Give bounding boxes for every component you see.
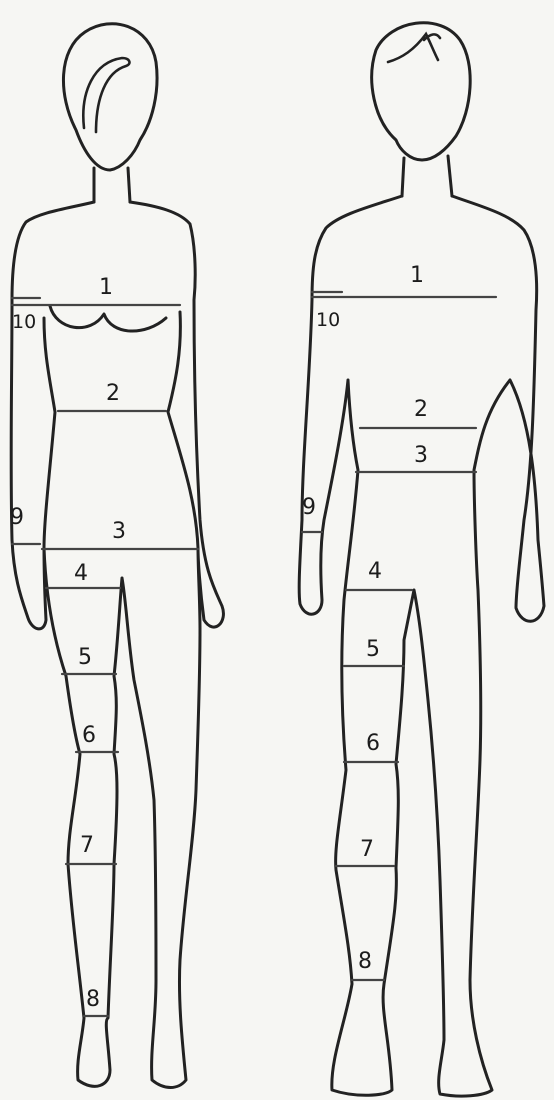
male-label-1: 1	[410, 263, 424, 288]
female-label-5: 5	[78, 645, 92, 670]
female-label-10: 10	[12, 311, 36, 333]
male-label-2: 2	[414, 397, 428, 422]
male-label-4: 4	[368, 559, 382, 584]
female-label-6: 6	[82, 723, 96, 748]
female-neck	[94, 168, 130, 202]
male-label-7: 7	[360, 837, 374, 862]
female-label-9: 9	[10, 505, 24, 530]
male-label-5: 5	[366, 637, 380, 662]
female-label-7: 7	[80, 833, 94, 858]
female-bust-line	[50, 306, 166, 331]
male-label-8: 8	[358, 949, 372, 974]
female-label-3: 3	[112, 519, 126, 544]
female-label-4: 4	[74, 561, 88, 586]
male-body-outline	[299, 196, 544, 1096]
male-label-10: 10	[316, 309, 340, 331]
male-label-9: 9	[302, 495, 316, 520]
male-figure: 1 2 3 4 5 6 7 8 9 10	[299, 23, 544, 1096]
female-label-2: 2	[106, 381, 120, 406]
male-label-3: 3	[414, 443, 428, 468]
male-neck	[402, 156, 452, 196]
male-label-6: 6	[366, 731, 380, 756]
female-body-outline	[11, 202, 223, 1088]
female-figure: 1 2 3 4 5 6 7 8 9 10	[10, 24, 223, 1088]
male-hair-strand	[388, 34, 440, 62]
female-hair-strand	[83, 58, 129, 132]
female-head-outline	[63, 24, 157, 170]
female-label-8: 8	[86, 987, 100, 1012]
female-label-1: 1	[99, 275, 113, 300]
male-head-outline	[372, 23, 470, 160]
